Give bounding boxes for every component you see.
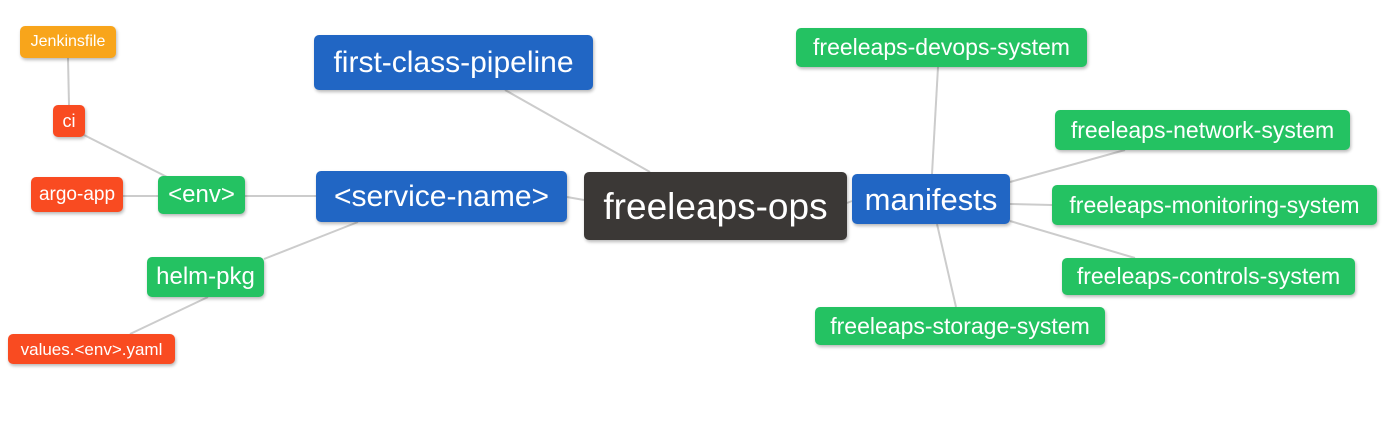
edge-manifests-to-freeleaps-network-system <box>1009 149 1126 183</box>
node-manifests[interactable]: manifests <box>852 174 1010 224</box>
node-freeleaps-network-system[interactable]: freeleaps-network-system <box>1055 110 1350 150</box>
node-ci[interactable]: ci <box>53 105 85 137</box>
edge-ci-to-env <box>83 134 168 178</box>
node-freeleaps-monitoring-system[interactable]: freeleaps-monitoring-system <box>1052 185 1377 225</box>
edge-jenkinsfile-to-ci <box>67 57 70 106</box>
node-freeleaps-ops[interactable]: freeleaps-ops <box>584 172 847 240</box>
edge-manifests-to-freeleaps-monitoring-system <box>1009 203 1053 206</box>
node-values-env-yaml[interactable]: values.<env>.yaml <box>8 334 175 364</box>
node-argo-app[interactable]: argo-app <box>31 177 123 212</box>
node-jenkinsfile[interactable]: Jenkinsfile <box>20 26 116 58</box>
edge-manifests-to-freeleaps-devops-system <box>931 66 939 175</box>
edge-manifests-to-freeleaps-storage-system <box>936 223 957 308</box>
edge-values-env-yaml-to-helm-pkg <box>129 296 209 335</box>
edge-helm-pkg-to-service-name <box>263 221 359 260</box>
edge-manifests-to-freeleaps-controls-system <box>1009 220 1136 259</box>
node-freeleaps-storage-system[interactable]: freeleaps-storage-system <box>815 307 1105 345</box>
node-helm-pkg[interactable]: helm-pkg <box>147 257 264 297</box>
edge-service-name-to-freeleaps-ops <box>566 196 585 201</box>
node-freeleaps-controls-system[interactable]: freeleaps-controls-system <box>1062 258 1355 295</box>
node-env[interactable]: <env> <box>158 176 245 214</box>
edge-first-class-pipeline-to-freeleaps-ops <box>504 89 651 173</box>
node-service-name[interactable]: <service-name> <box>316 171 567 222</box>
node-freeleaps-devops-system[interactable]: freeleaps-devops-system <box>796 28 1087 67</box>
node-first-class-pipeline[interactable]: first-class-pipeline <box>314 35 593 90</box>
